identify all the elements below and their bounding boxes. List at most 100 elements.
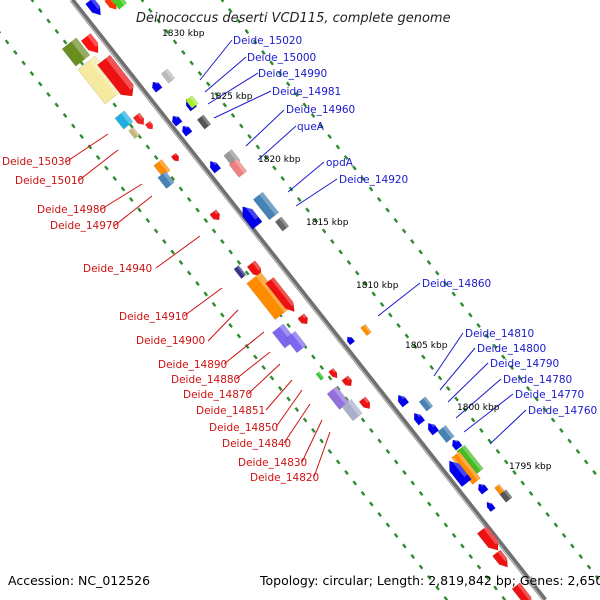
gene-label-deide-14940[interactable]: Deide_14940	[83, 263, 152, 275]
leader-line	[204, 56, 247, 93]
tick-mark	[445, 386, 451, 391]
gene-label-deide-14860[interactable]: Deide_14860	[422, 278, 491, 290]
tick-mark	[211, 302, 217, 307]
tick-mark	[484, 333, 490, 339]
gene-label-deide-15020[interactable]: Deide_15020	[233, 35, 302, 47]
tick-mark	[454, 396, 459, 402]
gene-label-deide-14810[interactable]: Deide_14810	[465, 328, 534, 340]
tick-mark	[437, 375, 443, 381]
gene-feature	[297, 313, 309, 325]
gene-label-deide-14760[interactable]: Deide_14760	[528, 405, 597, 417]
tick-mark	[79, 134, 84, 139]
gene-label-deide-14790[interactable]: Deide_14790	[490, 358, 559, 370]
tick-mark	[195, 281, 200, 286]
leader-line	[489, 409, 527, 445]
tick-mark	[230, 113, 236, 118]
gene-feature	[185, 95, 199, 109]
leader-line	[207, 72, 259, 105]
gene-feature	[341, 375, 353, 387]
tick-mark	[470, 417, 476, 423]
tick-mark	[321, 228, 327, 234]
gene-label-deide-14990[interactable]: Deide_14990	[258, 68, 327, 80]
tick-mark	[46, 92, 51, 97]
map-title: Deinococcus deserti VCD115, complete gen…	[136, 11, 451, 26]
gene-label-deide-15010[interactable]: Deide_15010	[15, 175, 84, 187]
tick-mark	[145, 218, 151, 223]
accession-text: Accession: NC_012526	[8, 573, 150, 588]
tick-mark	[369, 501, 374, 507]
tick-mark	[583, 459, 589, 465]
gene-label-quea[interactable]: queA	[297, 121, 325, 133]
tick-mark	[401, 228, 407, 234]
kbp-mark-1825: 1825 kbp	[210, 92, 253, 102]
tick-mark	[371, 291, 377, 297]
tick-mark	[360, 176, 366, 181]
tick-mark	[286, 323, 291, 328]
tick-mark	[327, 375, 333, 381]
gene-label-deide-15030[interactable]: Deide_15030	[2, 156, 71, 168]
gene-label-deide-14960[interactable]: Deide_14960	[286, 104, 355, 116]
gene-feature	[413, 410, 426, 426]
leader-line	[207, 309, 239, 342]
genome-backbone-highlight	[69, 0, 544, 600]
gene-label-opda[interactable]: opdA	[326, 157, 354, 169]
tick-mark	[404, 333, 410, 339]
leader-line	[433, 332, 464, 377]
gene-label-deide-14830[interactable]: Deide_14830	[238, 457, 307, 469]
tick-mark	[178, 260, 184, 265]
kbp-mark-1820: 1820 kbp	[258, 155, 301, 165]
gene-label-deide-14780[interactable]: Deide_14780	[503, 374, 572, 386]
tick-mark	[377, 438, 382, 444]
tick-mark	[311, 354, 316, 360]
gene-label-deide-15000[interactable]: Deide_15000	[247, 52, 316, 64]
leader-line	[155, 235, 201, 269]
tick-mark	[517, 375, 523, 381]
gene-feature	[114, 110, 134, 130]
leader-line	[213, 90, 272, 119]
gene-label-deide-14770[interactable]: Deide_14770	[515, 389, 584, 401]
gene-label-deide-14981[interactable]: Deide_14981	[272, 86, 341, 98]
tick-mark	[484, 575, 490, 580]
tick-mark	[501, 596, 507, 600]
leader-lines	[65, 39, 527, 478]
gene-feature	[196, 114, 212, 130]
leader-line	[455, 378, 502, 419]
gene-feature	[209, 209, 221, 221]
gene-label-deide-14851[interactable]: Deide_14851	[196, 405, 265, 417]
tick-mark	[528, 491, 534, 496]
gene-label-deide-14970[interactable]: Deide_14970	[50, 220, 119, 232]
leader-line	[199, 39, 233, 81]
gene-label-deide-14800[interactable]: Deide_14800	[477, 343, 546, 355]
tick-mark	[37, 81, 43, 87]
leader-line	[183, 287, 223, 317]
tick-mark	[567, 438, 572, 444]
tick-mark	[369, 428, 374, 433]
gene-feature	[511, 582, 533, 600]
tick-mark	[280, 176, 286, 181]
tick-mark	[252, 39, 258, 45]
tick-mark	[244, 29, 250, 34]
gene-feature	[209, 158, 222, 174]
gene-feature	[144, 120, 154, 130]
tick-mark	[545, 512, 550, 517]
gene-label-deide-14840[interactable]: Deide_14840	[222, 438, 291, 450]
gene-label-deide-14920[interactable]: Deide_14920	[339, 174, 408, 186]
tick-mark	[4, 39, 10, 45]
gene-label-deide-14850[interactable]: Deide_14850	[209, 422, 278, 434]
tick-mark	[253, 354, 258, 360]
gene-label-deide-14980[interactable]: Deide_14980	[37, 204, 106, 216]
tick-mark	[376, 197, 382, 202]
gene-label-deide-14870[interactable]: Deide_14870	[183, 389, 252, 401]
tick-mark	[37, 8, 43, 13]
tick-mark	[418, 249, 423, 255]
gene-label-deide-14880[interactable]: Deide_14880	[171, 374, 240, 386]
tick-mark	[410, 480, 416, 486]
tick-mark	[393, 459, 399, 465]
gene-label-deide-14820[interactable]: Deide_14820	[250, 472, 319, 484]
tick-mark	[71, 123, 76, 129]
gene-label-deide-14890[interactable]: Deide_14890	[158, 359, 227, 371]
gene-label-deide-14910[interactable]: Deide_14910	[119, 311, 188, 323]
tick-mark	[21, 60, 26, 66]
gene-label-deide-14900[interactable]: Deide_14900	[136, 335, 205, 347]
